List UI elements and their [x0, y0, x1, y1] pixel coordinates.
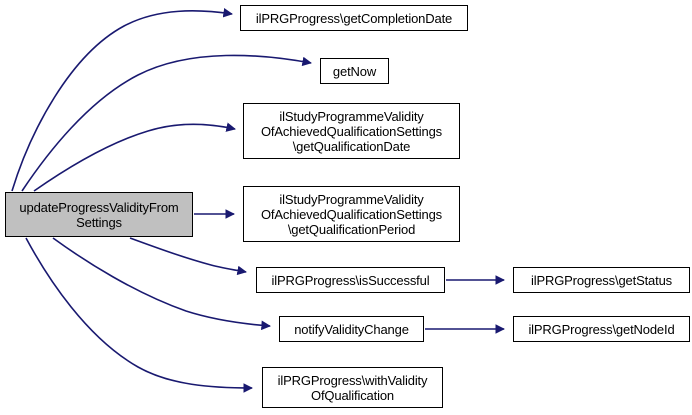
- node-ilprgprogress-getstatus[interactable]: ilPRGProgress\getStatus: [513, 267, 690, 293]
- node-label: ilPRGProgress\withValidity OfQualificati…: [277, 372, 428, 403]
- node-ilprgprogress-getcompletiondate[interactable]: ilPRGProgress\getCompletionDate: [240, 5, 468, 31]
- node-label: ilPRGProgress\isSuccessful: [271, 272, 430, 288]
- edge-root-to-notifyValidityChange: [52, 237, 271, 331]
- node-getnow[interactable]: getNow: [320, 58, 389, 84]
- node-label: ilStudyProgrammeValidity OfAchievedQuali…: [260, 191, 443, 237]
- edge-root-to-isSuccessful: [129, 237, 247, 276]
- node-update-progress-validity-from-settings[interactable]: updateProgressValidityFrom Settings: [5, 192, 193, 237]
- node-ilprgprogress-issuccessful[interactable]: ilPRGProgress\isSuccessful: [256, 267, 445, 293]
- node-label: ilPRGProgress\getStatus: [530, 272, 673, 288]
- node-notifyvaliditychange[interactable]: notifyValidityChange: [279, 316, 424, 342]
- node-getqualificationdate[interactable]: ilStudyProgrammeValidity OfAchievedQuali…: [243, 103, 460, 159]
- node-label: ilPRGProgress\getCompletionDate: [255, 10, 453, 26]
- edge-root-to-withValidityOfQualification: [25, 237, 253, 393]
- node-label: ilStudyProgrammeValidity OfAchievedQuali…: [260, 108, 443, 154]
- node-label: updateProgressValidityFrom Settings: [19, 199, 179, 230]
- node-ilprgprogress-getnodeid[interactable]: ilPRGProgress\getNodeId: [513, 316, 690, 342]
- node-getqualificationperiod[interactable]: ilStudyProgrammeValidity OfAchievedQuali…: [243, 186, 460, 242]
- edge-root-to-getNow: [21, 54, 312, 192]
- node-label: getNow: [332, 63, 377, 79]
- edge-root-to-getQualificationDate: [33, 122, 236, 192]
- node-ilprgprogress-withvalidityofqualification[interactable]: ilPRGProgress\withValidity OfQualificati…: [262, 367, 443, 408]
- edge-root-to-getCompletionDate: [11, 7, 233, 192]
- node-label: ilPRGProgress\getNodeId: [528, 321, 675, 337]
- node-label: notifyValidityChange: [294, 321, 409, 337]
